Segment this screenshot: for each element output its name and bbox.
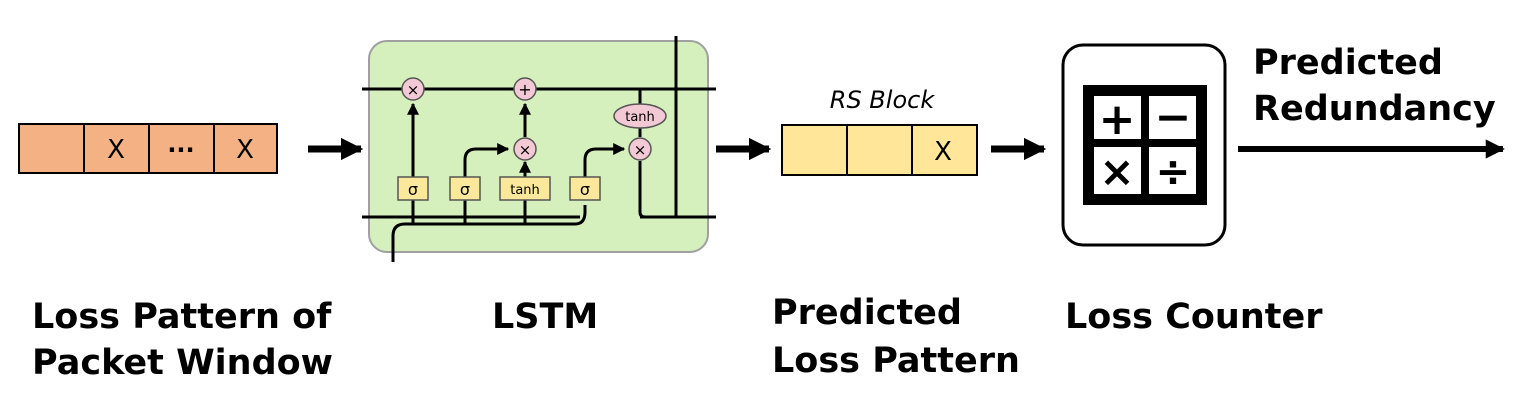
- plus-symbol: +: [1099, 94, 1136, 145]
- loss-counter-label: Loss Counter: [1065, 297, 1323, 337]
- forget-gate-label: σ: [408, 180, 418, 199]
- input-gate-label: σ: [460, 180, 470, 199]
- lstm-label: LSTM: [492, 297, 599, 337]
- output-label-line1: Predicted: [1253, 43, 1443, 83]
- loss-cell-1: [18, 123, 85, 174]
- lstm-box: [368, 40, 709, 253]
- forget-multiply-op: [401, 77, 425, 101]
- divide-symbol: ÷: [1155, 147, 1190, 196]
- input-gate: [449, 176, 481, 201]
- output-multiply-symbol: ×: [634, 141, 647, 159]
- rs-cell-3: [911, 124, 978, 176]
- rs-cell-2: [846, 124, 913, 176]
- loss-cell-4-text: X: [236, 135, 254, 165]
- loss-cell-3-text: ···: [167, 136, 194, 164]
- output-gate: [569, 176, 601, 201]
- add-symbol: +: [518, 80, 531, 99]
- rs-label-line2: Loss Pattern: [772, 341, 1020, 381]
- input-multiply-symbol: ×: [519, 141, 532, 159]
- tanh-op: [613, 103, 667, 129]
- calculator-icon: + − × ÷: [1061, 43, 1227, 247]
- rs-cell-1: [781, 124, 848, 176]
- loss-cell-2: [83, 123, 150, 174]
- add-op: [513, 77, 537, 101]
- forget-gate: [397, 176, 429, 201]
- times-symbol: ×: [1099, 147, 1134, 196]
- output-multiply-op: [628, 137, 652, 161]
- minus-symbol: −: [1155, 92, 1192, 143]
- lstm-cell: σ σ tanh σ × + × × tanh: [362, 36, 716, 262]
- loss-cell-3: [148, 123, 215, 174]
- input-multiply-op: [513, 137, 537, 161]
- loss-cell-2-text: X: [107, 135, 125, 165]
- loss-window-cells: X ··· X: [18, 123, 278, 174]
- rs-block-title: RS Block: [830, 86, 936, 114]
- candidate-gate: [499, 176, 551, 201]
- loss-window-label-line1: Loss Pattern of: [32, 297, 332, 337]
- rs-label-line1: Predicted: [772, 293, 962, 333]
- candidate-gate-label: tanh: [510, 183, 540, 198]
- output-gate-label: σ: [580, 180, 590, 199]
- forget-multiply-symbol: ×: [407, 81, 420, 99]
- tanh-op-label: tanh: [625, 110, 655, 125]
- loss-window-label-line2: Packet Window: [32, 343, 334, 383]
- loss-cell-4: [213, 123, 278, 174]
- rs-cell-3-text: X: [934, 137, 952, 167]
- rs-block-cells: X: [781, 124, 978, 176]
- output-label-line2: Redundancy: [1253, 89, 1496, 129]
